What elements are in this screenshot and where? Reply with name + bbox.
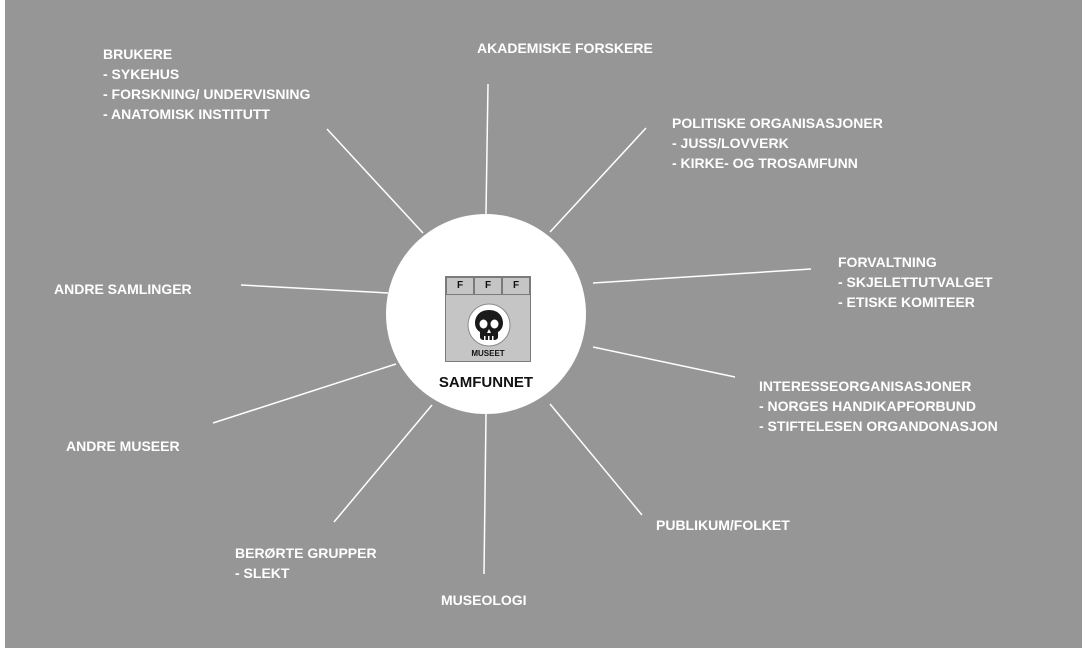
diagram-canvas: F F F MUSEET SAMFUNNET AKADEMISKE FORSKE… (5, 0, 1082, 648)
f-badge: F (446, 277, 474, 295)
node-title: AKADEMISKE FORSKERE (477, 40, 653, 56)
ray-andre-samlinger (240, 284, 389, 294)
node-politiske: POLITISKE ORGANISASJONER - JUSS/LOVVERK … (672, 113, 883, 173)
museum-label: MUSEET (471, 349, 505, 358)
node-item: - SYKEHUS (103, 66, 180, 82)
node-museologi: MUSEOLOGI (441, 590, 527, 610)
ray-brukere (326, 128, 424, 234)
node-item: - ETISKE KOMITEER (838, 294, 975, 310)
node-item: - FORSKNING/ UNDERVISNING (103, 86, 311, 102)
node-publikum: PUBLIKUM/FOLKET (656, 515, 790, 535)
node-item: - SLEKT (235, 565, 290, 581)
ray-forvaltning (592, 268, 812, 284)
node-title: INTERESSEORGANISASJONER (759, 378, 972, 394)
node-brukere: BRUKERE - SYKEHUS - FORSKNING/ UNDERVISN… (103, 44, 310, 124)
f-badge: F (502, 277, 530, 295)
node-item: - SKJELETTUTVALGET (838, 274, 993, 290)
node-title: FORVALTNING (838, 254, 937, 270)
node-item: - ANATOMISK INSTITUTT (103, 106, 270, 122)
ray-museologi (483, 413, 487, 575)
center-circle: F F F MUSEET SAMFUNNET (386, 214, 586, 414)
f-badge: F (474, 277, 502, 295)
node-forvaltning: FORVALTNING - SKJELETTUTVALGET - ETISKE … (838, 252, 993, 312)
node-item: - STIFTELESEN ORGANDONASJON (759, 418, 998, 434)
node-title: BRUKERE (103, 46, 173, 62)
connector-lines (212, 83, 812, 575)
ray-akademiske (485, 83, 489, 215)
ray-andre-museer (212, 363, 397, 424)
node-berorte: BERØRTE GRUPPER - SLEKT (235, 543, 377, 583)
ray-publikum (549, 403, 643, 516)
node-title: MUSEOLOGI (441, 592, 527, 608)
node-item: - KIRKE- OG TROSAMFUNN (672, 155, 858, 171)
node-title: PUBLIKUM/FOLKET (656, 517, 790, 533)
skull-icon (467, 303, 511, 347)
node-title: ANDRE MUSEER (66, 438, 180, 454)
node-item: - JUSS/LOVVERK (672, 135, 789, 151)
ray-interesse (592, 346, 736, 378)
node-item: - NORGES HANDIKAPFORBUND (759, 398, 976, 414)
ray-berorte (333, 404, 433, 523)
node-andre-museer: ANDRE MUSEER (66, 436, 180, 456)
center-title: SAMFUNNET (438, 374, 534, 391)
node-andre-samlinger: ANDRE SAMLINGER (54, 279, 192, 299)
node-akademiske: AKADEMISKE FORSKERE (477, 38, 653, 58)
node-interesse: INTERESSEORGANISASJONER - NORGES HANDIKA… (759, 376, 998, 436)
node-title: BERØRTE GRUPPER (235, 545, 377, 561)
node-title: POLITISKE ORGANISASJONER (672, 115, 883, 131)
ray-politiske (549, 127, 647, 233)
museum-icon: F F F MUSEET (445, 276, 531, 362)
node-title: ANDRE SAMLINGER (54, 281, 192, 297)
